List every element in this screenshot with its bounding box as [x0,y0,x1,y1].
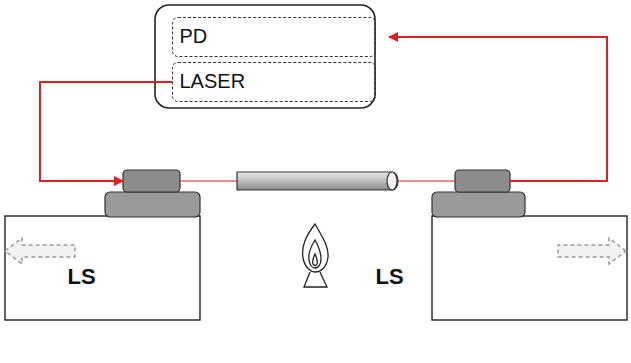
component-label: LS [68,264,96,290]
laser-box: LASER [172,62,376,102]
detector-box: PD [172,17,376,57]
component-label: LS [376,264,404,290]
stage-body [432,216,627,320]
holder-clamp [123,170,180,192]
stage-body [5,216,200,320]
motion-arrow [5,238,75,264]
motion-arrow [558,238,626,264]
flame [303,224,329,287]
instrument-housing [155,5,375,108]
optical-cable [389,37,607,181]
tube-end [387,172,397,190]
translation-stage: LS [432,170,627,320]
optical-cable [40,82,172,181]
component-label: LASER [180,70,246,93]
tube [237,172,398,190]
holder-base [105,192,200,217]
holder-base [432,192,525,217]
component-label: PD [180,25,208,48]
holder-clamp [455,170,510,192]
translation-stage: LS [5,170,200,320]
